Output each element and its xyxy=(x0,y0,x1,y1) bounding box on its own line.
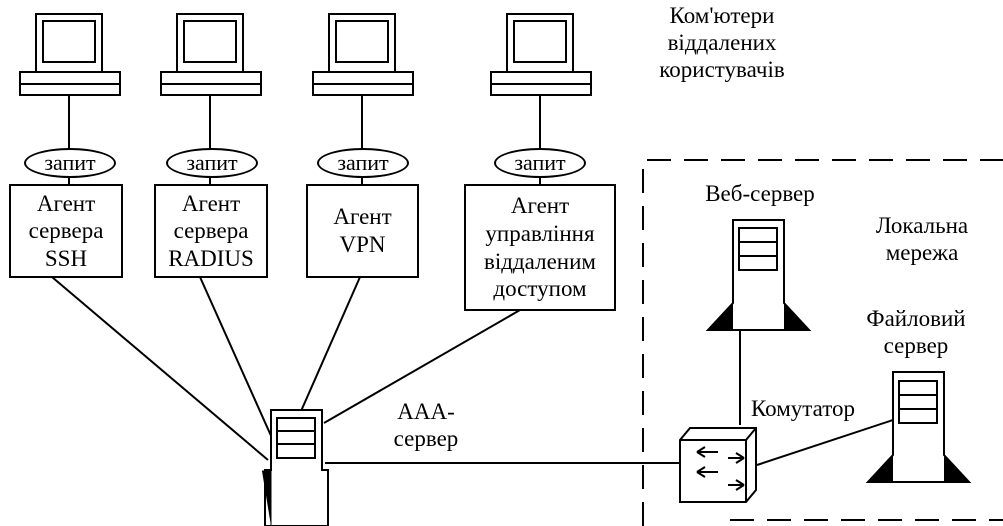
aaa-server-icon xyxy=(262,409,329,526)
request-oval-3: запит xyxy=(317,148,409,178)
web-server-icon xyxy=(705,219,812,331)
link-switch-fileserver xyxy=(756,419,894,466)
switch-label: Комутатор xyxy=(750,396,855,421)
link-vpn-agent xyxy=(297,276,361,419)
file-server-label: Файловий сервер xyxy=(866,306,966,359)
link-radius-agent xyxy=(199,276,273,439)
local-network-boundary xyxy=(642,159,1003,526)
computer-icon-2 xyxy=(160,13,262,96)
computer-icon-4 xyxy=(490,13,592,96)
file-server-icon xyxy=(865,371,972,483)
web-server-label: Веб-сервер xyxy=(705,181,815,206)
request-oval-2: запит xyxy=(166,148,258,178)
agent-ssh-box: Агент сервера SSH xyxy=(9,184,123,278)
computer-icon-1 xyxy=(19,13,121,96)
switch-icon xyxy=(679,427,757,503)
link-remote-access-agent xyxy=(323,309,521,424)
request-oval-1: запит xyxy=(24,148,116,178)
agent-radius-box: Агент сервера RADIUS xyxy=(154,184,268,278)
remote-users-label: Ком'ютери віддалених користувачів xyxy=(659,3,785,83)
agent-remote-access-box: Агент управління віддаленим доступом xyxy=(464,184,616,311)
agent-vpn-box: Агент VPN xyxy=(306,184,419,278)
request-oval-4: запит xyxy=(494,148,586,178)
link-ssh-agent xyxy=(51,276,269,461)
computer-icon-3 xyxy=(312,13,414,96)
aaa-server-label: ААА- сервер xyxy=(393,399,459,452)
local-network-label: Локальна мережа xyxy=(875,213,969,266)
